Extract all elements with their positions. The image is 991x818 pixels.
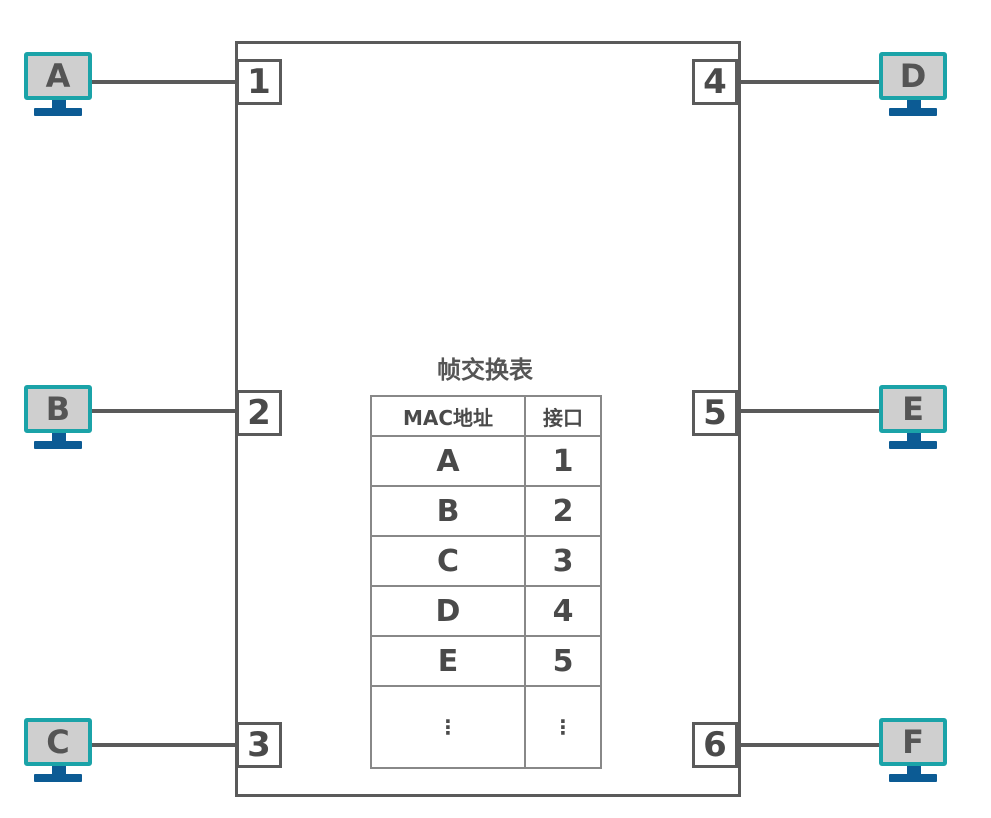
host-f-computer-icon: F <box>879 718 950 788</box>
host-label: C <box>24 718 92 766</box>
port-3: 3 <box>236 722 282 768</box>
mac-cell: ⋮ <box>370 685 526 769</box>
host-b-computer-icon: B <box>24 385 95 455</box>
table-row-ellipsis: ⋮⋮ <box>370 685 602 769</box>
link-b-2 <box>92 409 238 413</box>
host-label: D <box>879 52 947 100</box>
host-e-computer-icon: E <box>879 385 950 455</box>
link-e-5 <box>738 409 880 413</box>
port-cell: 3 <box>524 535 602 587</box>
table-title: 帧交换表 <box>437 356 533 384</box>
port-cell: 1 <box>524 435 602 487</box>
link-c-3 <box>92 743 238 747</box>
mac-cell: A <box>370 435 526 487</box>
host-label: F <box>879 718 947 766</box>
host-label: A <box>24 52 92 100</box>
host-label: B <box>24 385 92 433</box>
port-1: 1 <box>236 59 282 105</box>
link-f-6 <box>738 743 880 747</box>
host-a-computer-icon: A <box>24 52 95 122</box>
mac-cell: E <box>370 635 526 687</box>
mac-cell: C <box>370 535 526 587</box>
header-port: 接口 <box>524 395 602 437</box>
mac-cell: D <box>370 585 526 637</box>
link-a-1 <box>92 80 238 84</box>
port-cell: ⋮ <box>524 685 602 769</box>
host-label: E <box>879 385 947 433</box>
port-5: 5 <box>692 390 738 436</box>
link-d-4 <box>738 80 880 84</box>
host-d-computer-icon: D <box>879 52 950 122</box>
port-2: 2 <box>236 390 282 436</box>
port-cell: 4 <box>524 585 602 637</box>
port-cell: 2 <box>524 485 602 537</box>
header-mac: MAC地址 <box>370 395 526 437</box>
host-c-computer-icon: C <box>24 718 95 788</box>
port-6: 6 <box>692 722 738 768</box>
mac-cell: B <box>370 485 526 537</box>
port-4: 4 <box>692 59 738 105</box>
table-header-row: MAC地址 接口 <box>370 395 602 437</box>
port-cell: 5 <box>524 635 602 687</box>
